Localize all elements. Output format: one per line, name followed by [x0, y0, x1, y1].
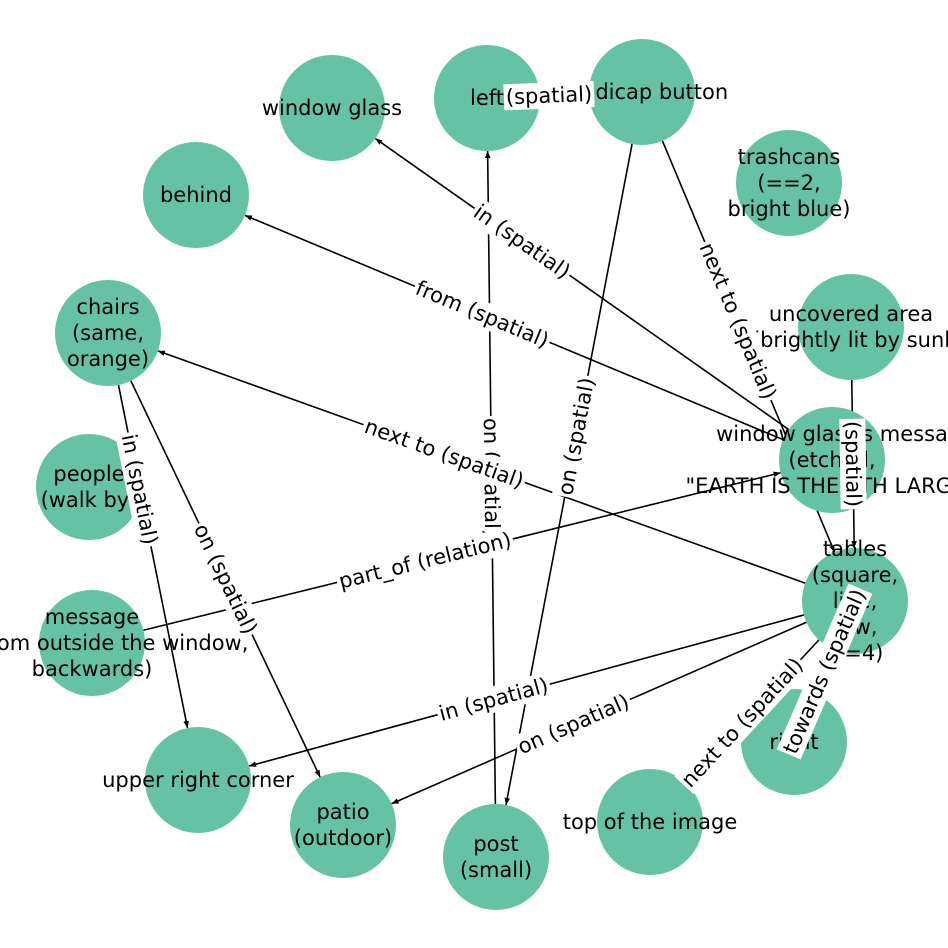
node-label-line: backwards)	[32, 657, 153, 681]
node-label-line: (outdoor)	[294, 826, 392, 850]
node-label-line: window glass's messa	[716, 422, 948, 446]
edge-label: from (spatial)	[412, 276, 552, 353]
edge-label-group: in (spatial)	[467, 197, 577, 286]
node-patio: patio(outdoor)	[290, 772, 396, 878]
node-label-line: (same,	[72, 321, 144, 345]
edge-label-group: part_of (relation)	[334, 526, 517, 596]
edge-window-glass-message-to-window-glass	[374, 137, 790, 431]
node-window-glass-message: window glass's messa(etched,"EARTH IS TH…	[685, 407, 948, 513]
node-label-line: (small)	[460, 858, 532, 882]
node-behind: behind	[143, 142, 249, 248]
edge-label-background	[674, 650, 811, 795]
node-label-line: "EARTH IS THE 5TH LARGES	[685, 474, 948, 498]
node-label-line: window glass	[262, 96, 402, 120]
edge-label: on (spatial)	[553, 375, 599, 497]
node-label-line: upper right corner	[102, 768, 294, 792]
node-circle	[36, 434, 142, 540]
edge-label-background	[334, 526, 517, 596]
edge-label-group: on (spatial)	[551, 373, 601, 500]
node-label-line: patio	[316, 800, 369, 824]
node-label-line: (==2,	[757, 171, 820, 195]
edge-label-background	[187, 517, 264, 641]
node-circle	[589, 39, 695, 145]
node-chairs: chairs(same,orange)	[55, 280, 161, 386]
edge-label-background	[692, 237, 783, 406]
edge-label-group: on (spatial)	[187, 517, 264, 641]
edge-label-background	[839, 418, 867, 510]
node-circle	[279, 55, 385, 161]
node-label-line: bright blue)	[728, 197, 851, 221]
node-circle	[39, 590, 145, 696]
node-trashcans: trashcans(==2,bright blue)	[728, 130, 851, 236]
node-circle	[145, 727, 251, 833]
node-label-line: behind	[160, 183, 232, 207]
edge-label-background	[409, 274, 555, 355]
edge-label-group: (spatial)	[839, 418, 867, 510]
node-label-line: trashcans	[738, 145, 841, 169]
edge-label: (spatial)	[505, 82, 592, 109]
node-label-line: tables	[823, 537, 887, 561]
node-circle	[290, 772, 396, 878]
edge-label: (spatial)	[840, 421, 865, 508]
edge-label-background	[776, 583, 873, 760]
node-label-line: uncovered area	[769, 302, 933, 326]
node-circle	[55, 280, 161, 386]
node-message: messageead from outside the window,backw…	[0, 590, 248, 696]
edge-label-background	[503, 80, 595, 111]
node-label-line: message	[45, 605, 139, 629]
edge-label-background	[359, 412, 530, 495]
edge-label-background	[551, 373, 601, 500]
edge-label: on (spatial)	[189, 520, 262, 638]
node-label-line: people	[53, 462, 124, 486]
edge-label-group: (spatial)	[503, 80, 595, 111]
node-label-line: (square,	[812, 563, 898, 587]
node-label-line: ead from outside the window,	[0, 631, 248, 655]
edge-label-background	[511, 687, 636, 761]
node-label-line: top of the image	[563, 810, 738, 834]
node-label-line: chairs	[76, 295, 139, 319]
node-label-line: left	[470, 86, 504, 110]
node-label-line: post	[473, 832, 518, 856]
node-circle	[597, 769, 703, 875]
edge-label: in (spatial)	[469, 200, 574, 284]
node-upper-right-corner: upper right corner	[102, 727, 294, 833]
edge-label-background	[467, 197, 577, 286]
node-top-of-image: top of the image	[563, 769, 738, 875]
node-window-glass: window glass	[262, 55, 402, 161]
node-label-line: (walk by)	[41, 488, 138, 512]
edge-label-group: from (spatial)	[409, 274, 555, 355]
node-circle	[143, 142, 249, 248]
node-label-line: (brightly lit by sunl	[752, 328, 948, 352]
node-circle	[798, 274, 904, 380]
edge-label-background	[115, 429, 164, 549]
node-label-line: orange)	[67, 347, 149, 371]
edge-label-background	[434, 671, 554, 728]
edge-label: part_of (relation)	[336, 528, 514, 595]
node-left: left	[434, 45, 540, 151]
node-uncovered-area: uncovered area(brightly lit by sunl	[752, 274, 948, 380]
node-circle	[434, 45, 540, 151]
node-circle	[736, 130, 842, 236]
node-circle	[443, 804, 549, 910]
node-post: post(small)	[443, 804, 549, 910]
node-people: people(walk by)	[36, 434, 142, 540]
